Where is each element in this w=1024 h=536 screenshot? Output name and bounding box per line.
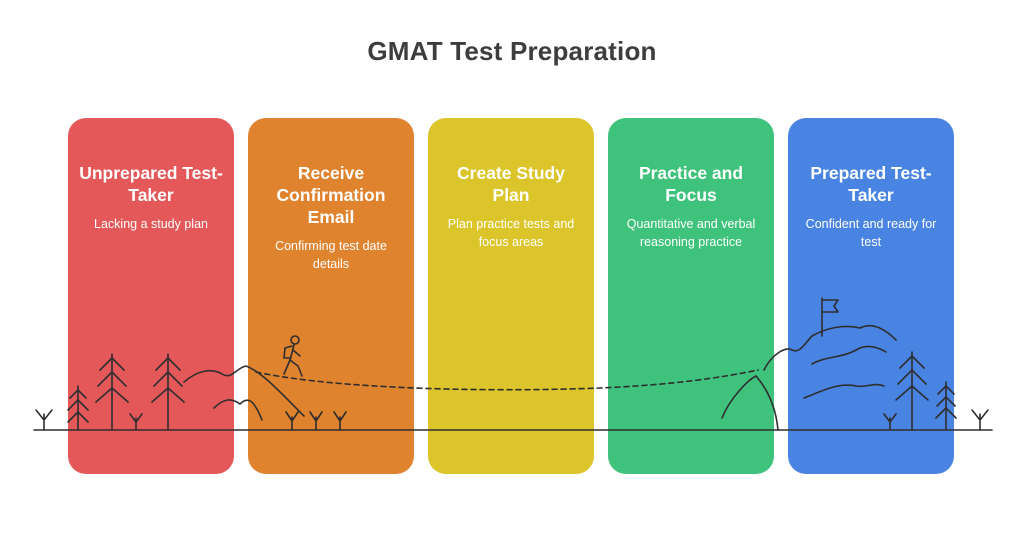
diagram-title: GMAT Test Preparation <box>367 36 657 66</box>
stage-description: Plan practice tests and focus areas <box>447 217 575 249</box>
stage-description: Confident and ready for test <box>805 217 937 249</box>
stage-card-confirmation: Receive Confirmation Email Confirming te… <box>248 118 414 474</box>
grass-icon <box>285 411 347 431</box>
pine-tree-icon <box>95 353 129 431</box>
stage-heading: Create Study Plan <box>457 163 565 205</box>
stage-card-study-plan: Create Study Plan Plan practice tests an… <box>428 118 594 474</box>
grass-icon <box>129 413 143 431</box>
stage-card-unprepared: Unprepared Test-Taker Lacking a study pl… <box>68 118 234 474</box>
hill-icon <box>183 365 305 421</box>
pine-tree-icon <box>67 385 89 431</box>
pine-tree-icon <box>935 381 957 431</box>
hill-icon <box>721 324 897 431</box>
stage-description: Confirming test date details <box>275 239 387 271</box>
grass-icon <box>883 413 897 431</box>
stage-description: Quantitative and verbal reasoning practi… <box>626 217 756 249</box>
stage-description: Lacking a study plan <box>94 217 208 231</box>
stage-heading: Prepared Test-Taker <box>810 163 932 205</box>
pine-tree-icon <box>895 351 929 431</box>
stage-heading: Receive Confirmation Email <box>276 163 386 227</box>
grass-icon <box>971 409 989 431</box>
flag-icon <box>821 297 839 337</box>
stage-heading: Unprepared Test-Taker <box>79 163 223 205</box>
stage-card-prepared: Prepared Test-Taker Confident and ready … <box>788 118 954 474</box>
hiker-icon <box>283 335 303 377</box>
stage-card-practice: Practice and Focus Quantitative and verb… <box>608 118 774 474</box>
pine-tree-icon <box>151 353 185 431</box>
grass-icon <box>35 409 53 431</box>
dashed-path <box>255 369 759 391</box>
stage-heading: Practice and Focus <box>638 163 744 205</box>
